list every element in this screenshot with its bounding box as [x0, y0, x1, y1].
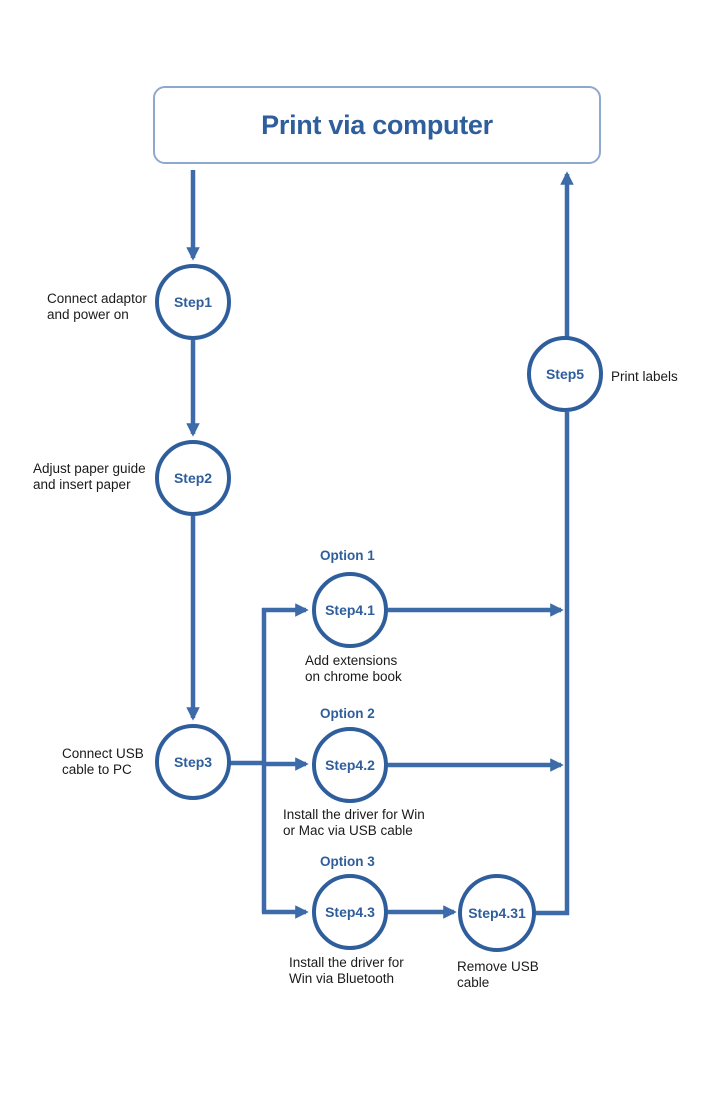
step4-2-description: Install the driver for Win or Mac via US… [283, 807, 425, 839]
step2-description: Adjust paper guide and insert paper [33, 461, 146, 493]
step1-description: Connect adaptor and power on [47, 291, 147, 323]
option-3-heading: Option 3 [320, 854, 375, 869]
step2-description-line: Adjust paper guide [33, 461, 146, 476]
step1-description-line: Connect adaptor [47, 291, 147, 306]
step3-node: Step3 [155, 724, 231, 800]
step1-label: Step1 [173, 294, 213, 310]
page-title: Print via computer [261, 109, 493, 140]
title-box: Print via computer [153, 86, 601, 164]
step4-2-description-line: Install the driver for Win [283, 807, 425, 822]
step2-label: Step2 [173, 470, 213, 486]
step3-description: Connect USB cable to PC [62, 746, 144, 778]
step4-3-description-line: Install the driver for [289, 955, 404, 970]
option-2-heading: Option 2 [320, 706, 375, 721]
option-1-heading: Option 1 [320, 548, 375, 563]
step4-3-description-line: Win via Bluetooth [289, 971, 395, 986]
step4-2-label: Step4.2 [325, 757, 375, 773]
step4-1-node: Step4.1 [312, 572, 388, 648]
step2-node: Step2 [155, 440, 231, 516]
step3-description-line: Connect USB [62, 746, 144, 761]
step4-31-label: Step4.31 [468, 905, 526, 921]
step5-node: Step5 [527, 336, 603, 412]
step4-31-description-line: cable [457, 975, 490, 990]
step4-2-node: Step4.2 [312, 727, 388, 803]
step4-3-description: Install the driver for Win via Bluetooth [289, 955, 404, 987]
step1-description-line: and power on [47, 307, 129, 322]
step4-3-node: Step4.3 [312, 874, 388, 950]
step4-1-label: Step4.1 [325, 602, 375, 618]
step4-1-description-line: on chrome book [305, 669, 402, 684]
return-line-to-step5 [534, 412, 570, 916]
step3-description-line: cable to PC [62, 762, 132, 777]
step5-description: Print labels [611, 369, 678, 385]
step5-label: Step5 [545, 366, 585, 382]
step4-3-label: Step4.3 [325, 904, 375, 920]
step2-description-line: and insert paper [33, 477, 131, 492]
step4-2-description-line: or Mac via USB cable [283, 823, 413, 838]
step1-node: Step1 [155, 264, 231, 340]
step4-1-description: Add extensions on chrome book [305, 653, 402, 685]
step3-label: Step3 [173, 754, 213, 770]
step4-31-description: Remove USB cable [457, 959, 539, 991]
step4-31-node: Step4.31 [458, 874, 536, 952]
step4-31-description-line: Remove USB [457, 959, 539, 974]
step4-1-description-line: Add extensions [305, 653, 398, 668]
step5-description-line: Print labels [611, 369, 678, 384]
